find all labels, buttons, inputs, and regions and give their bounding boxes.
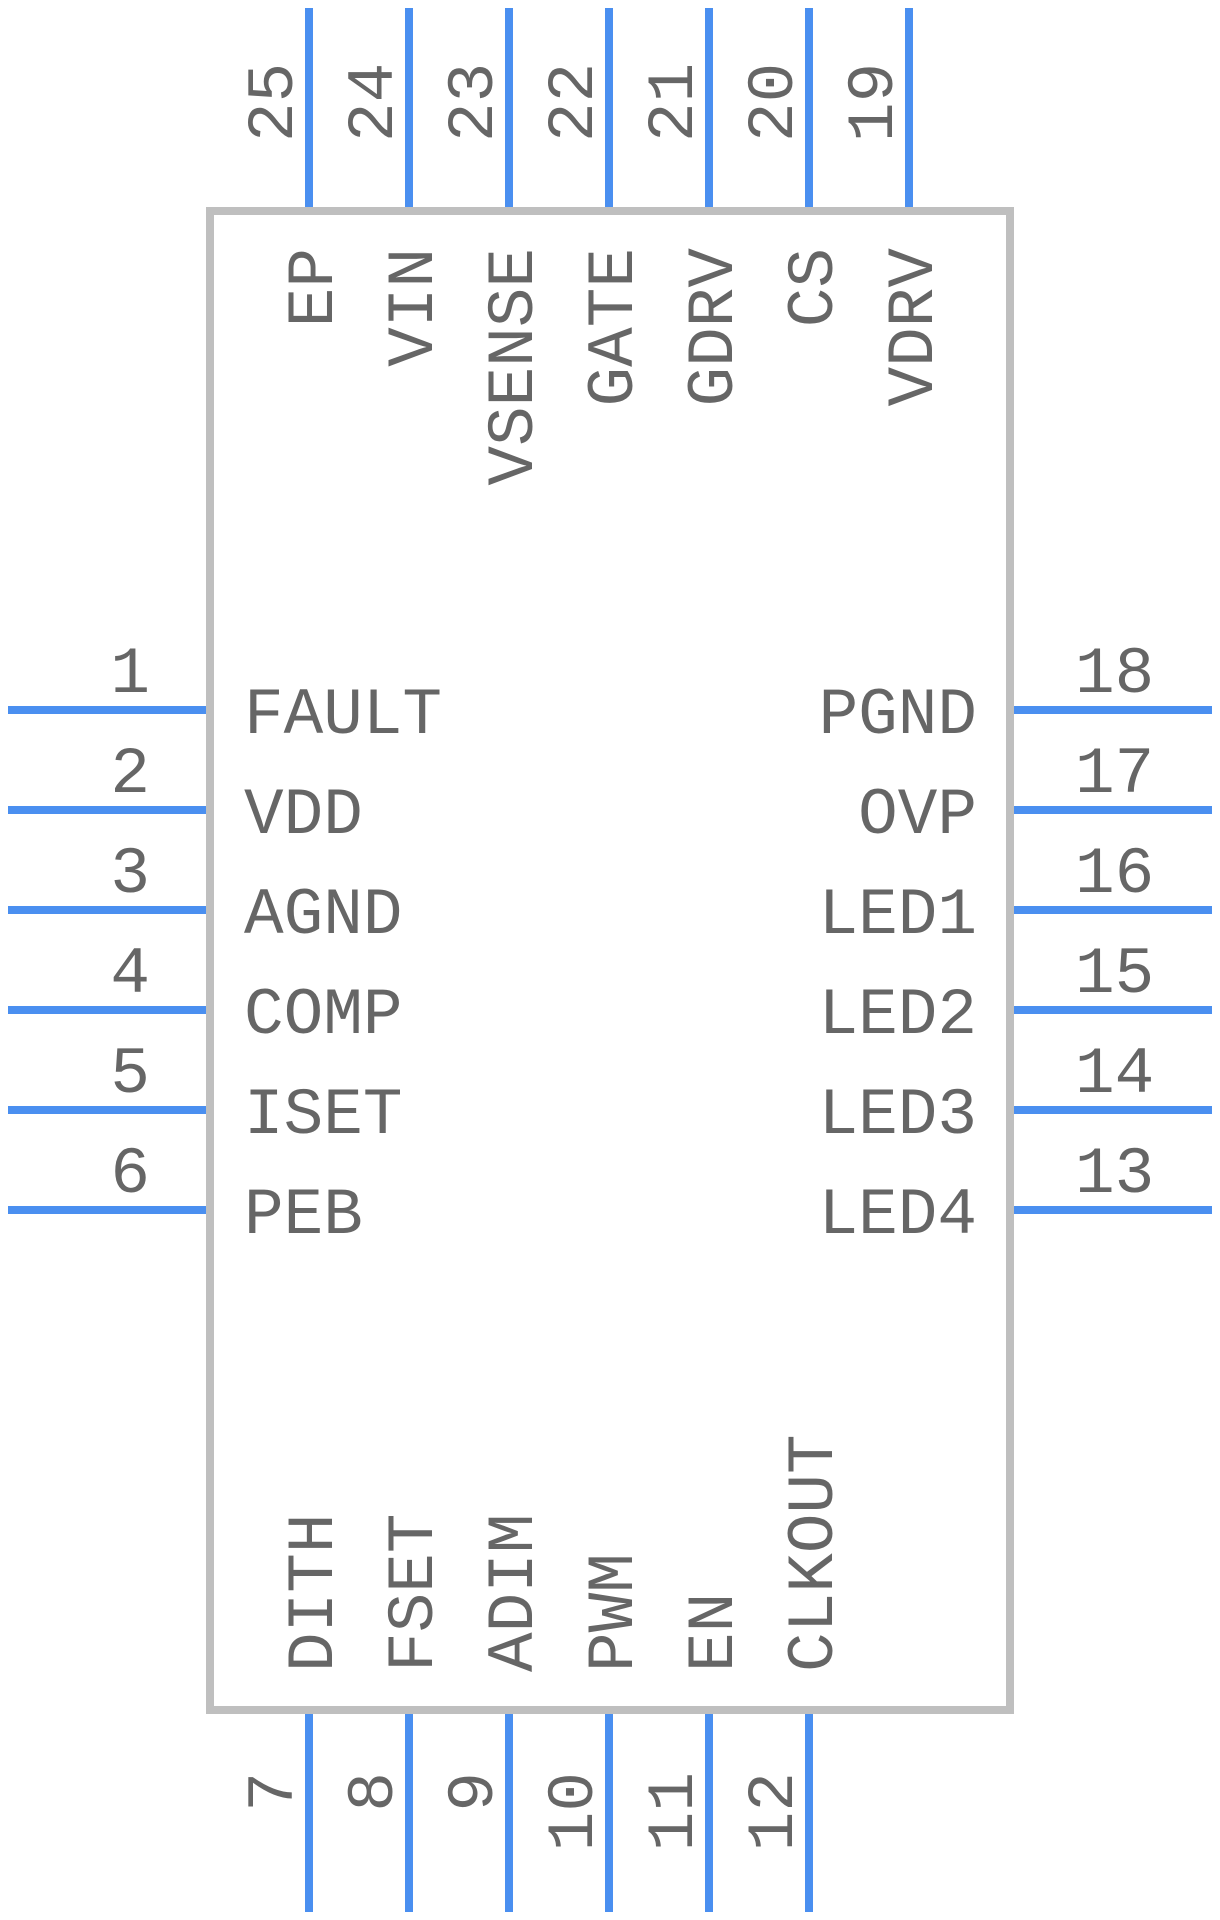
pin-name: FSET <box>377 1514 452 1672</box>
pin-name: ADIM <box>477 1514 552 1672</box>
pin-number: 23 <box>437 63 512 142</box>
pin-name: DITH <box>277 1514 352 1672</box>
pin-number: 25 <box>237 63 312 142</box>
pin-name: LED3 <box>819 1078 977 1153</box>
pin-name: CLKOUT <box>777 1434 852 1672</box>
pin-name: PWM <box>577 1553 652 1672</box>
pin-number: 9 <box>437 1772 512 1812</box>
pin-number: 22 <box>537 63 612 142</box>
pin-name: FAULT <box>244 678 442 753</box>
pin-number: 8 <box>337 1772 412 1812</box>
pin-7: 7 DITH <box>237 1514 352 1912</box>
pin-name: VSENSE <box>477 248 552 486</box>
pin-number: 14 <box>1075 1037 1154 1112</box>
pin-name: LED2 <box>819 978 977 1053</box>
pin-name: LED1 <box>819 878 977 953</box>
pin-number: 16 <box>1075 837 1154 912</box>
pin-number: 2 <box>110 737 150 812</box>
pin-9: 9 ADIM <box>437 1514 552 1912</box>
pin-name: VIN <box>377 248 452 367</box>
pin-number: 18 <box>1075 637 1154 712</box>
pin-name: EN <box>677 1593 752 1672</box>
pin-number: 17 <box>1075 737 1154 812</box>
pin-number: 3 <box>110 837 150 912</box>
pin-name: ISET <box>244 1078 402 1153</box>
pin-name: PEB <box>244 1178 363 1253</box>
pin-number: 12 <box>737 1772 812 1851</box>
pin-number: 1 <box>110 637 150 712</box>
pin-8: 8 FSET <box>337 1514 452 1912</box>
pin-10: 10 PWM <box>537 1553 652 1912</box>
pin-number: 11 <box>637 1772 712 1851</box>
pin-11: 11 EN <box>637 1593 752 1912</box>
bottom-pins: 7 DITH 8 FSET 9 ADIM 10 PWM 11 EN 12 CLKOUT <box>237 1434 852 1912</box>
pin-name: VDD <box>244 778 363 853</box>
pin-12: 12 CLKOUT <box>737 1434 852 1912</box>
pin-name: OVP <box>858 778 977 853</box>
pin-name: LED4 <box>819 1178 977 1253</box>
pin-number: 20 <box>737 63 812 142</box>
pin-number: 15 <box>1075 937 1154 1012</box>
pin-number: 21 <box>637 63 712 142</box>
pin-name: PGND <box>819 678 977 753</box>
pin-name: GDRV <box>677 248 752 407</box>
pin-number: 7 <box>237 1772 312 1812</box>
pin-number: 4 <box>110 937 150 1012</box>
pin-number: 5 <box>110 1037 150 1112</box>
pin-name: CS <box>777 248 852 327</box>
pin-number: 24 <box>337 63 412 142</box>
pin-number: 6 <box>110 1137 150 1212</box>
pin-name: AGND <box>244 878 402 953</box>
pin-number: 13 <box>1075 1137 1154 1212</box>
pin-number: 19 <box>837 63 912 142</box>
ic-body-outline <box>206 207 1014 1714</box>
pin-number: 10 <box>537 1772 612 1851</box>
pin-name: EP <box>277 248 352 327</box>
pin-name: VDRV <box>877 248 952 407</box>
pin-name: COMP <box>244 978 402 1053</box>
pin-name: GATE <box>577 248 652 406</box>
